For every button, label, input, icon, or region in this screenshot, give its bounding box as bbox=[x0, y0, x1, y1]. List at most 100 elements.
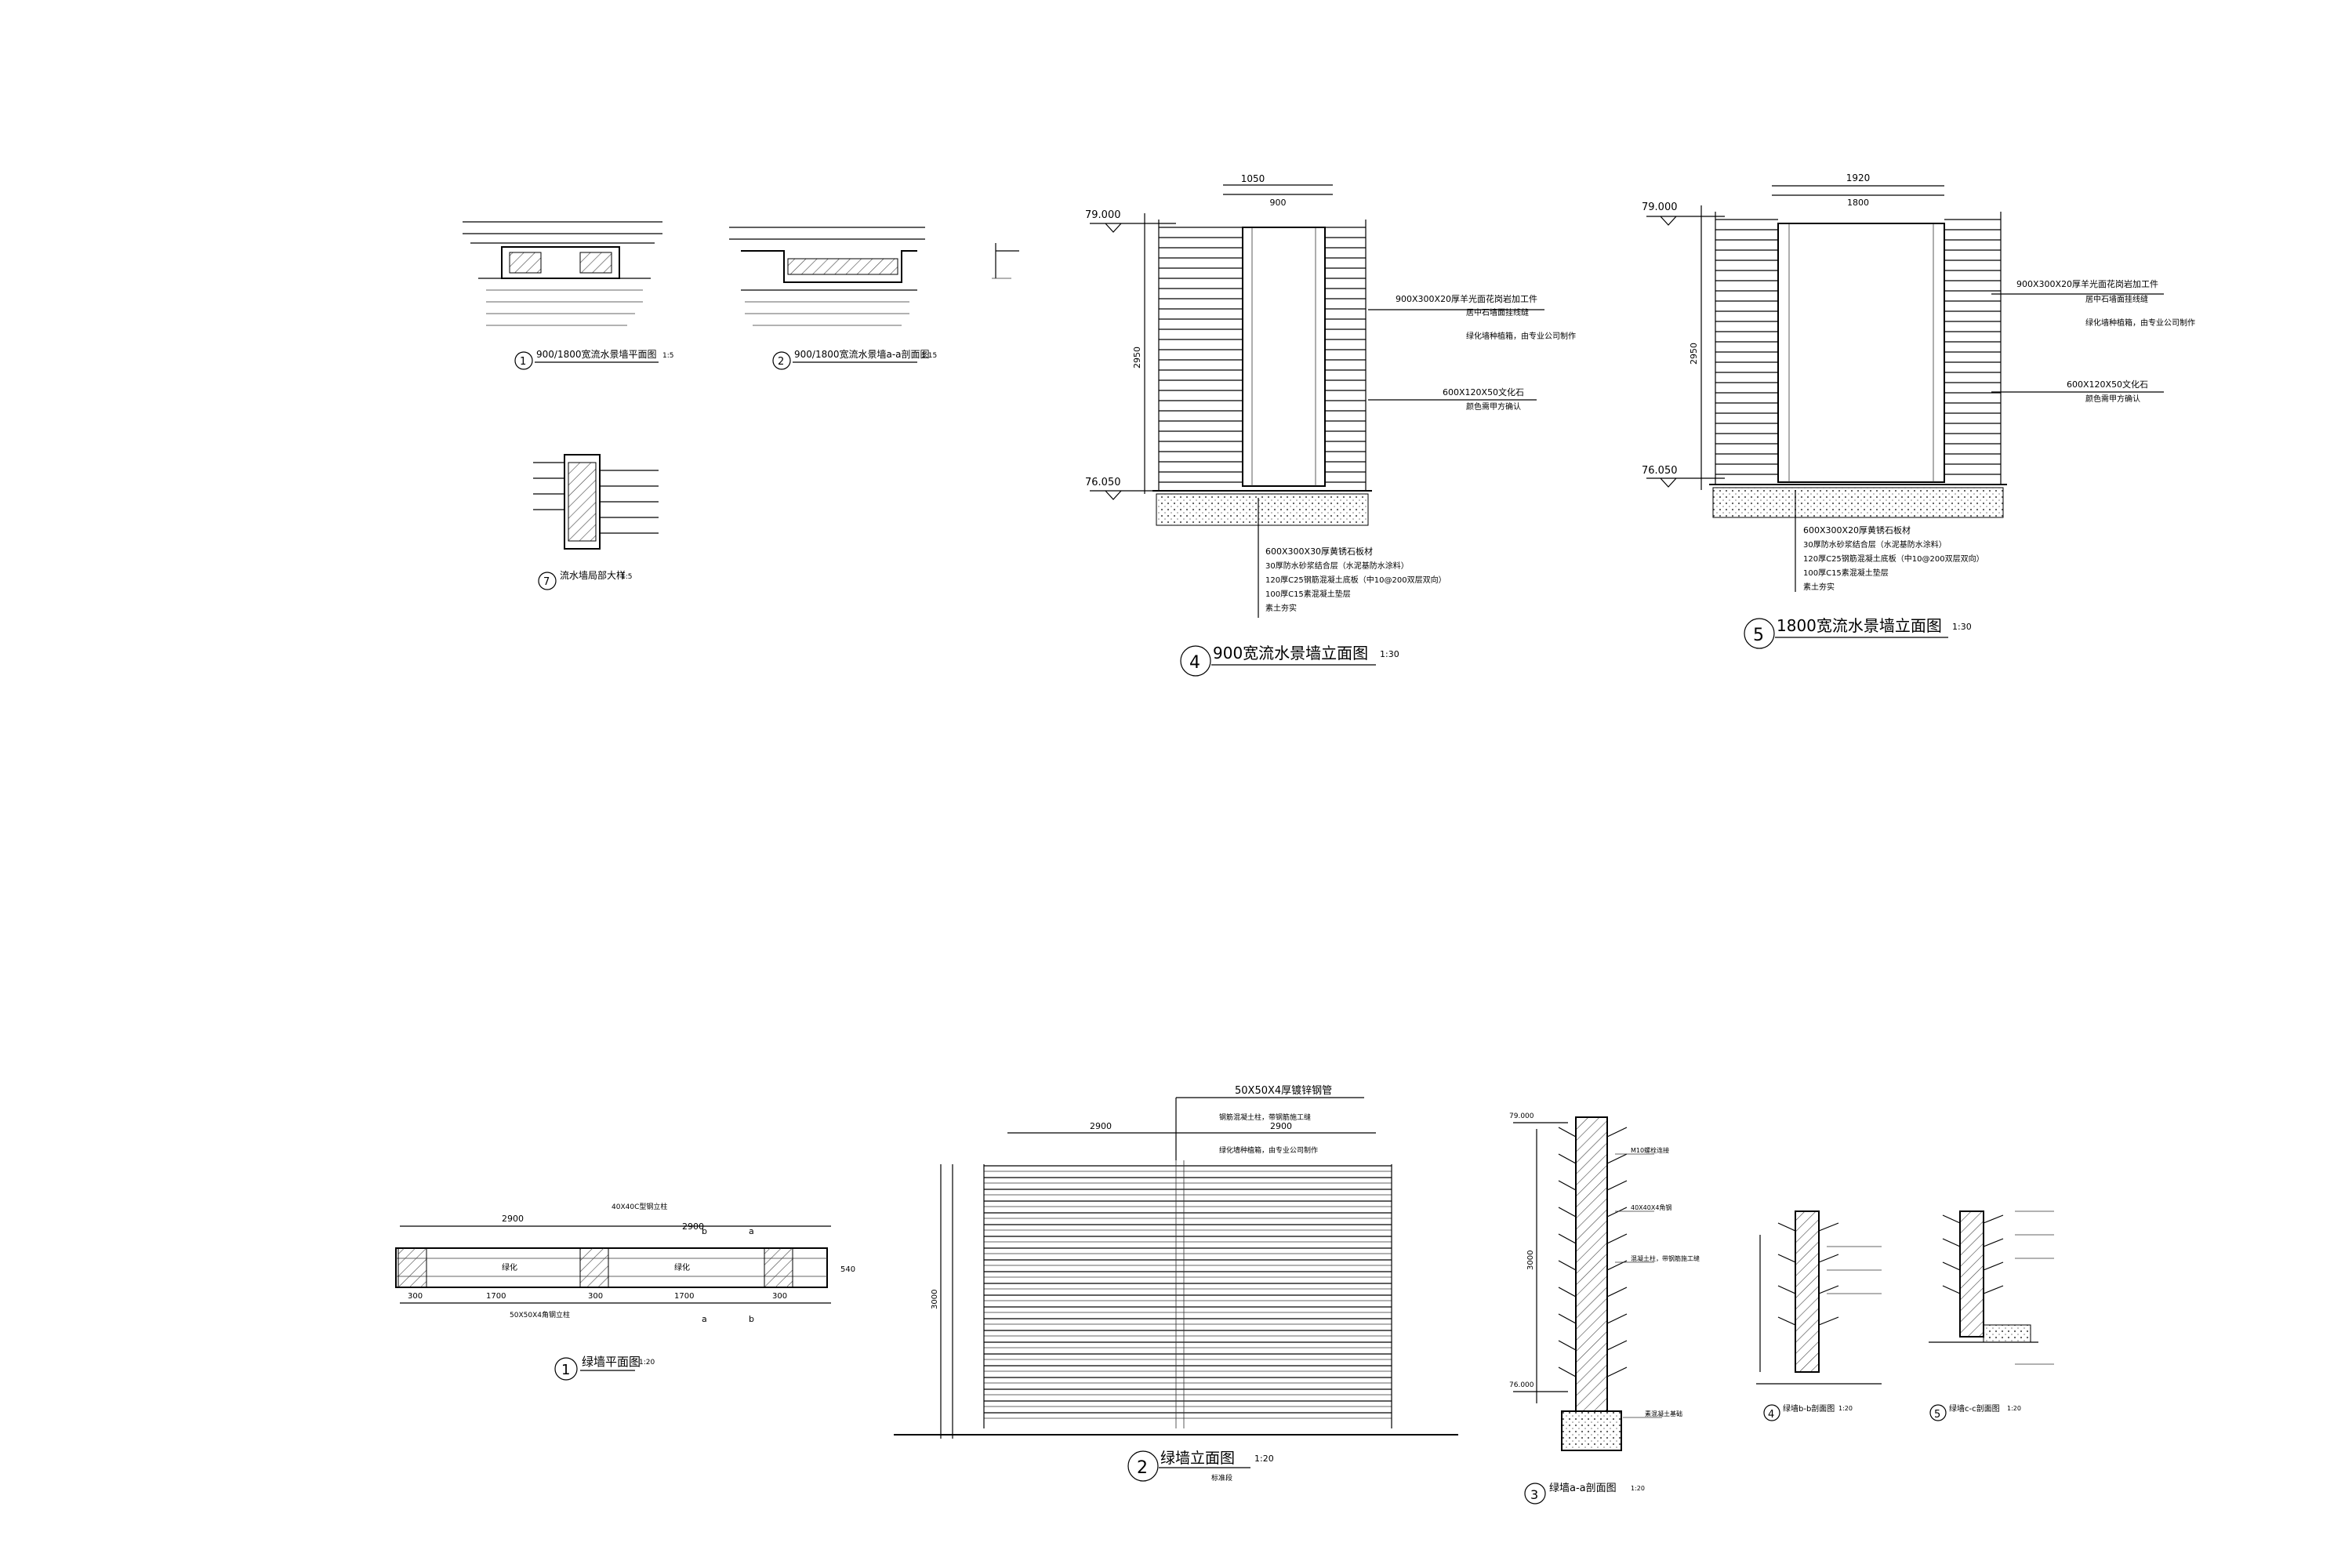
svg-text:7: 7 bbox=[543, 576, 550, 588]
svg-text:素土夯实: 素土夯实 bbox=[1803, 582, 1835, 592]
planter-fin bbox=[1558, 1233, 1577, 1244]
section-3-green-wall: 79.000 76.000 3000 M10螺栓连接 40X40X4角钢 混凝土… bbox=[1509, 1112, 1700, 1504]
svg-text:b: b bbox=[749, 1314, 754, 1324]
detail-2-section: 2 900/1800宽流水景墙a-a剖面图 1:15 bbox=[729, 227, 937, 370]
svg-text:b: b bbox=[702, 1226, 707, 1236]
svg-text:1:30: 1:30 bbox=[1380, 649, 1399, 659]
svg-text:素混凝土基础: 素混凝土基础 bbox=[1645, 1410, 1682, 1417]
detail-5-stone-courses bbox=[1715, 212, 2002, 485]
svg-text:79.000: 79.000 bbox=[1509, 1112, 1534, 1120]
svg-text:540: 540 bbox=[840, 1265, 855, 1274]
svg-text:1:5: 1:5 bbox=[662, 352, 673, 360]
plan-1-title: 绿墙平面图 bbox=[582, 1355, 641, 1369]
svg-text:2: 2 bbox=[778, 356, 784, 368]
svg-text:4: 4 bbox=[1189, 653, 1200, 673]
svg-text:120厚C25钢筋混凝土底板（中10@200双层双向）: 120厚C25钢筋混凝土底板（中10@200双层双向） bbox=[1803, 554, 1984, 564]
svg-text:3: 3 bbox=[1530, 1487, 1538, 1502]
svg-text:40X40X4角钢: 40X40X4角钢 bbox=[1631, 1203, 1671, 1211]
svg-text:1:15: 1:15 bbox=[921, 352, 937, 360]
section-5-title: 绿墙c-c剖面图 bbox=[1949, 1403, 2000, 1414]
planter-fin bbox=[1606, 1367, 1628, 1377]
planter-fin bbox=[1606, 1313, 1628, 1324]
detail-7-partial: 7 流水墙局部大样 1:5 bbox=[533, 454, 659, 590]
planter-fin bbox=[1558, 1180, 1577, 1191]
svg-text:a: a bbox=[749, 1226, 754, 1236]
svg-text:3000: 3000 bbox=[931, 1290, 939, 1309]
svg-text:2900: 2900 bbox=[1090, 1121, 1112, 1131]
svg-text:4: 4 bbox=[1768, 1409, 1774, 1421]
svg-text:2900: 2900 bbox=[682, 1221, 704, 1232]
svg-text:300: 300 bbox=[408, 1292, 423, 1301]
svg-text:1700: 1700 bbox=[486, 1292, 506, 1301]
planter-fin bbox=[1558, 1260, 1577, 1271]
planter-fin bbox=[1558, 1153, 1577, 1164]
svg-text:M10螺栓连接: M10螺栓连接 bbox=[1631, 1146, 1669, 1154]
svg-text:1:20: 1:20 bbox=[1254, 1454, 1274, 1464]
svg-text:1:5: 1:5 bbox=[621, 573, 632, 581]
planter-fin bbox=[1558, 1287, 1577, 1298]
svg-text:颜色需甲方确认: 颜色需甲方确认 bbox=[1466, 401, 1521, 412]
svg-text:绿化: 绿化 bbox=[674, 1262, 690, 1272]
svg-text:100厚C15素混凝土垫层: 100厚C15素混凝土垫层 bbox=[1803, 568, 1889, 578]
svg-text:1:20: 1:20 bbox=[1838, 1405, 1853, 1412]
svg-text:绿化墙种植箱，由专业公司制作: 绿化墙种植箱，由专业公司制作 bbox=[2085, 318, 2195, 328]
svg-text:绿化: 绿化 bbox=[502, 1262, 517, 1272]
elevation-bottom: 76.050 bbox=[1642, 465, 1678, 477]
svg-text:30厚防水砂浆结合层（水泥基防水涂料）: 30厚防水砂浆结合层（水泥基防水涂料） bbox=[1265, 561, 1409, 571]
section-3-planter-fins bbox=[1558, 1127, 1628, 1377]
svg-text:5: 5 bbox=[1934, 1409, 1940, 1421]
svg-text:40X40C型钢立柱: 40X40C型钢立柱 bbox=[612, 1202, 667, 1211]
svg-text:1800: 1800 bbox=[1847, 198, 1869, 208]
elevation-top: 79.000 bbox=[1642, 201, 1678, 213]
planter-fin bbox=[1606, 1207, 1628, 1218]
svg-text:300: 300 bbox=[772, 1292, 787, 1301]
planter-fin bbox=[1558, 1367, 1577, 1377]
svg-text:居中石墙面挂线缝: 居中石墙面挂线缝 bbox=[2085, 294, 2148, 304]
section-4-title: 绿墙b-b剖面图 bbox=[1783, 1403, 1835, 1414]
svg-text:混凝土柱，带钢筋施工缝: 混凝土柱，带钢筋施工缝 bbox=[1631, 1254, 1700, 1262]
svg-text:76.000: 76.000 bbox=[1509, 1381, 1534, 1389]
svg-text:1: 1 bbox=[561, 1362, 570, 1378]
svg-text:900X300X20厚羊光面花岗岩加工件: 900X300X20厚羊光面花岗岩加工件 bbox=[2016, 278, 2158, 289]
svg-text:600X300X30厚黄锈石板材: 600X300X30厚黄锈石板材 bbox=[1265, 546, 1373, 557]
svg-text:2950: 2950 bbox=[1689, 343, 1699, 365]
detail-small-bracket bbox=[992, 243, 1019, 279]
svg-text:钢筋混凝土柱，带钢筋施工缝: 钢筋混凝土柱，带钢筋施工缝 bbox=[1219, 1112, 1311, 1122]
svg-text:600X300X20厚黄锈石板材: 600X300X20厚黄锈石板材 bbox=[1803, 524, 1911, 535]
svg-text:900: 900 bbox=[1270, 198, 1287, 208]
svg-text:100厚C15素混凝土垫层: 100厚C15素混凝土垫层 bbox=[1265, 589, 1351, 599]
svg-text:2900: 2900 bbox=[1270, 1121, 1292, 1131]
detail-4-stone-courses bbox=[1158, 220, 1367, 491]
svg-text:30厚防水砂浆结合层（水泥基防水涂料）: 30厚防水砂浆结合层（水泥基防水涂料） bbox=[1803, 539, 1947, 550]
detail-4-title: 900宽流水景墙立面图 bbox=[1213, 644, 1368, 662]
detail-1-title: 900/1800宽流水景墙平面图 bbox=[536, 348, 657, 360]
svg-text:900X300X20厚羊光面花岗岩加工件: 900X300X20厚羊光面花岗岩加工件 bbox=[1396, 293, 1537, 304]
svg-text:1920: 1920 bbox=[1846, 172, 1871, 183]
svg-text:3000: 3000 bbox=[1526, 1250, 1535, 1270]
detail-5-title: 1800宽流水景墙立面图 bbox=[1777, 616, 1942, 635]
svg-text:1700: 1700 bbox=[674, 1292, 694, 1301]
svg-text:1:30: 1:30 bbox=[1952, 622, 1972, 632]
svg-text:1:20: 1:20 bbox=[1631, 1485, 1645, 1492]
detail-1-plan: 1 900/1800宽流水景墙平面图 1:5 bbox=[463, 221, 673, 370]
svg-text:绿化墙种植箱，由专业公司制作: 绿化墙种植箱，由专业公司制作 bbox=[1219, 1145, 1318, 1155]
svg-text:50X50X4角钢立柱: 50X50X4角钢立柱 bbox=[510, 1310, 570, 1319]
elevation-top: 79.000 bbox=[1085, 209, 1121, 221]
svg-text:120厚C25钢筋混凝土底板（中10@200双层双向）: 120厚C25钢筋混凝土底板（中10@200双层双向） bbox=[1265, 575, 1446, 585]
svg-text:1050: 1050 bbox=[1241, 173, 1265, 184]
svg-text:2: 2 bbox=[1137, 1458, 1148, 1478]
planter-fin bbox=[1606, 1340, 1628, 1351]
planter-fin bbox=[1606, 1287, 1628, 1298]
planter-fin bbox=[1606, 1233, 1628, 1244]
svg-text:颜色需甲方确认: 颜色需甲方确认 bbox=[2085, 394, 2140, 404]
planter-fin bbox=[1558, 1127, 1577, 1138]
elevation-bottom: 76.050 bbox=[1085, 477, 1121, 488]
svg-text:标准段: 标准段 bbox=[1211, 1473, 1232, 1483]
detail-5-elevation: 1920 1800 79.000 76.050 2950 900X300X20厚… bbox=[1642, 172, 2195, 649]
svg-text:300: 300 bbox=[588, 1292, 603, 1301]
green-wall-slats bbox=[983, 1160, 1392, 1428]
elevation-2-title: 绿墙立面图 bbox=[1160, 1450, 1235, 1467]
svg-text:2950: 2950 bbox=[1132, 347, 1142, 368]
elevation-2-green-wall: 2900 2900 3000 50X50X4厚镀锌钢管 钢筋混凝土柱，带钢筋施工… bbox=[894, 1084, 1458, 1483]
